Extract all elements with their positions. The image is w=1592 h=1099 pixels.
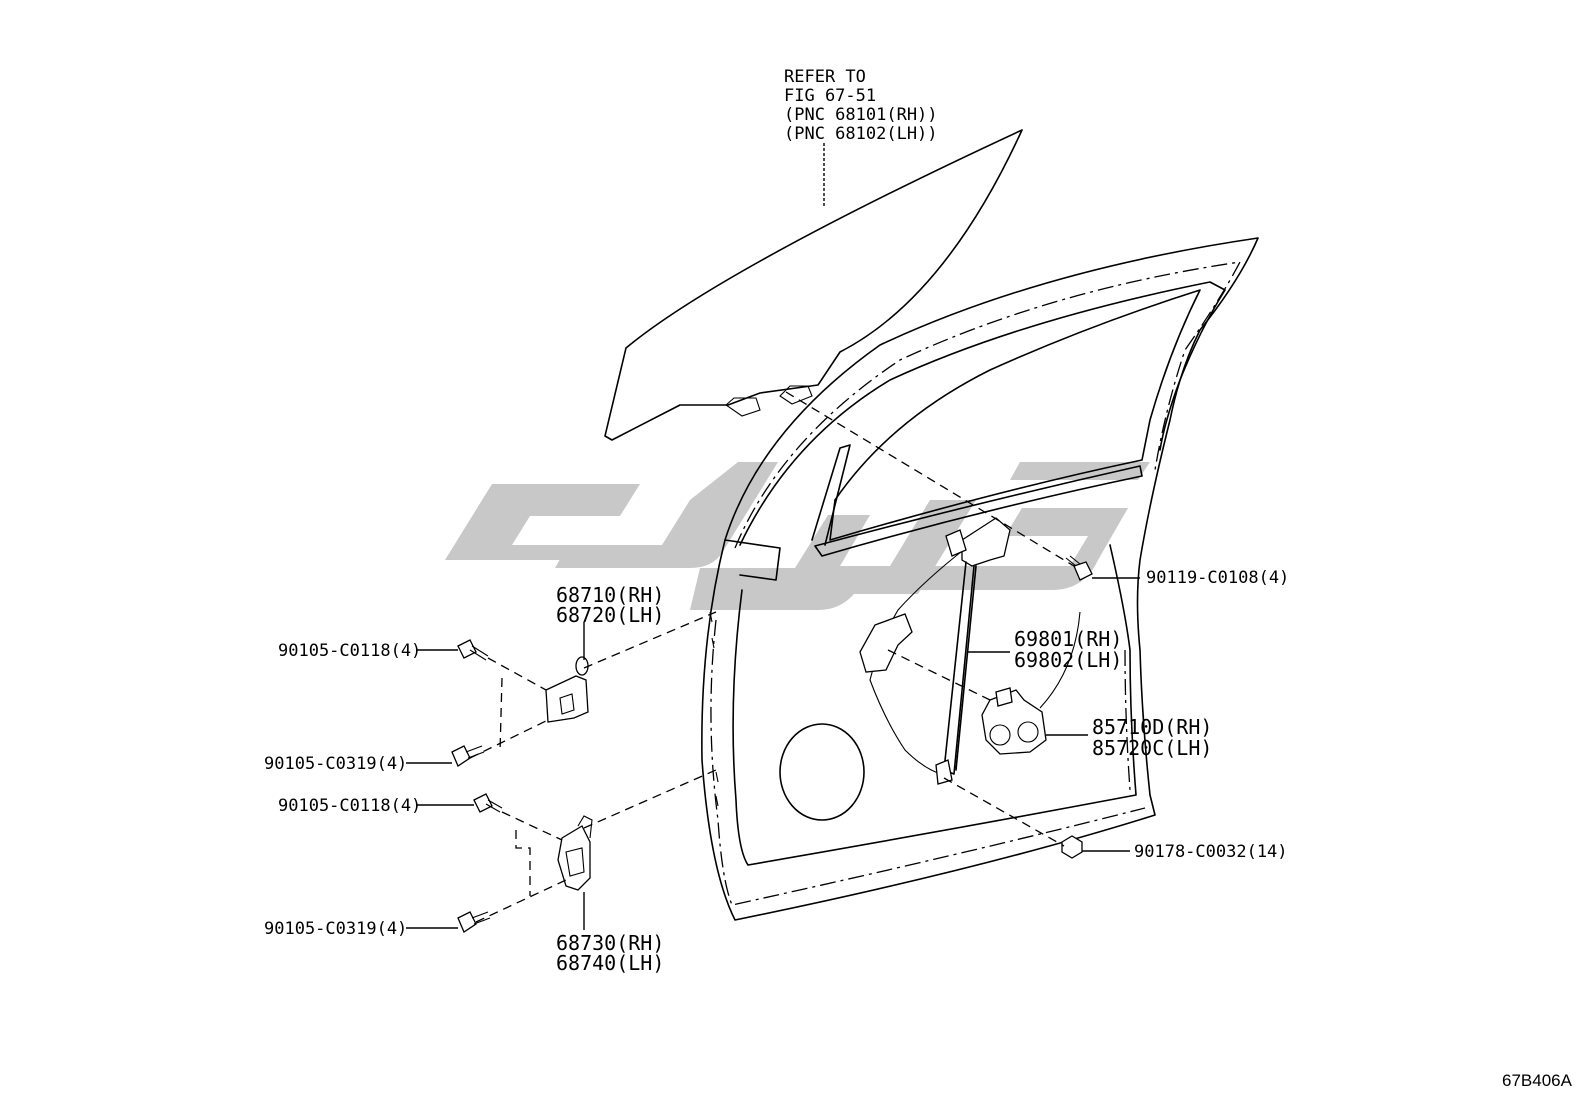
nut-regulator-label: 90178-C0032(14)	[1134, 842, 1288, 862]
leader-lines	[406, 577, 1140, 930]
motor-label-rh: 85710D(RH)	[1092, 715, 1212, 739]
window-regulator	[859, 517, 1011, 785]
bolt-lower-a-icon	[473, 793, 503, 813]
bolt-regulator-label: 90119-C0108(4)	[1146, 568, 1289, 588]
bolt-upper-a-icon	[457, 639, 489, 661]
upper-hinge	[545, 656, 589, 723]
bolt-regulator-icon	[1065, 555, 1093, 581]
bolt-lower-b-icon	[457, 911, 491, 933]
regulator-label-lh: 69802(LH)	[1014, 648, 1122, 672]
reference-note: REFER TO FIG 67-51 (PNC 68101(RH)) (PNC …	[784, 67, 938, 144]
bolt-upper-b-icon	[451, 745, 485, 767]
lower-hinge-label-lh: 68740(LH)	[556, 951, 664, 975]
reference-note-line-2: FIG 67-51	[784, 86, 876, 106]
bolt-lower-a-label: 90105-C0118(4)	[278, 796, 421, 816]
upper-hinge-label-lh: 68720(LH)	[556, 603, 664, 627]
door-frame	[701, 237, 1259, 921]
nut-regulator-icon	[1061, 835, 1083, 859]
reference-note-line-3: (PNC 68101(RH))	[784, 105, 938, 125]
bolt-upper-a-label: 90105-C0118(4)	[278, 641, 421, 661]
drawing-code: 67B406A	[1502, 1071, 1573, 1090]
bolt-lower-b-label: 90105-C0319(4)	[264, 919, 407, 939]
regulator-label-rh: 69801(RH)	[1014, 627, 1122, 651]
window-motor	[981, 611, 1081, 755]
watermark-logo	[445, 462, 1150, 610]
door-glass	[604, 129, 1023, 441]
reference-note-line-4: (PNC 68102(LH))	[784, 124, 938, 144]
reference-note-line-1: REFER TO	[784, 67, 866, 87]
bolt-upper-b-label: 90105-C0319(4)	[264, 754, 407, 774]
upper-hinge-label-rh: 68710(RH)	[556, 583, 664, 607]
lower-hinge	[557, 815, 593, 891]
lower-hinge-label-rh: 68730(RH)	[556, 931, 664, 955]
connector-lines	[469, 391, 1075, 923]
motor-label-lh: 85720C(LH)	[1092, 736, 1212, 760]
